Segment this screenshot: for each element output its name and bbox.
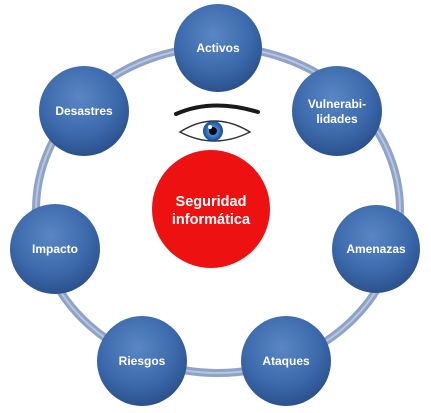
node-label-amenazas: Amenazas — [346, 242, 406, 256]
center-label-line-1: Seguridad — [176, 194, 247, 210]
node-label-riesgos: Riesgos — [119, 354, 166, 368]
node-label-activos: Activos — [196, 41, 240, 55]
node-amenazas: Amenazas — [332, 205, 420, 293]
eye-icon — [174, 103, 260, 142]
node-label-desastres: Desastres — [55, 104, 113, 118]
node-label-vulnerabilidades-line-2: lidades — [316, 112, 358, 126]
node-activos: Activos — [174, 4, 262, 92]
node-vulnerabilidades: Vulnerabi- lidades — [292, 66, 382, 156]
node-desastres: Desastres — [39, 66, 129, 156]
node-label-vulnerabilidades-line-1: Vulnerabi- — [308, 97, 366, 111]
center-label-line-2: informática — [172, 212, 251, 228]
node-label-ataques: Ataques — [262, 354, 310, 368]
node-riesgos: Riesgos — [97, 316, 187, 406]
node-ataques: Ataques — [241, 316, 331, 406]
node-label-impacto: Impacto — [32, 242, 78, 256]
center-node: Seguridad informática — [152, 150, 270, 268]
node-impacto: Impacto — [10, 204, 100, 294]
